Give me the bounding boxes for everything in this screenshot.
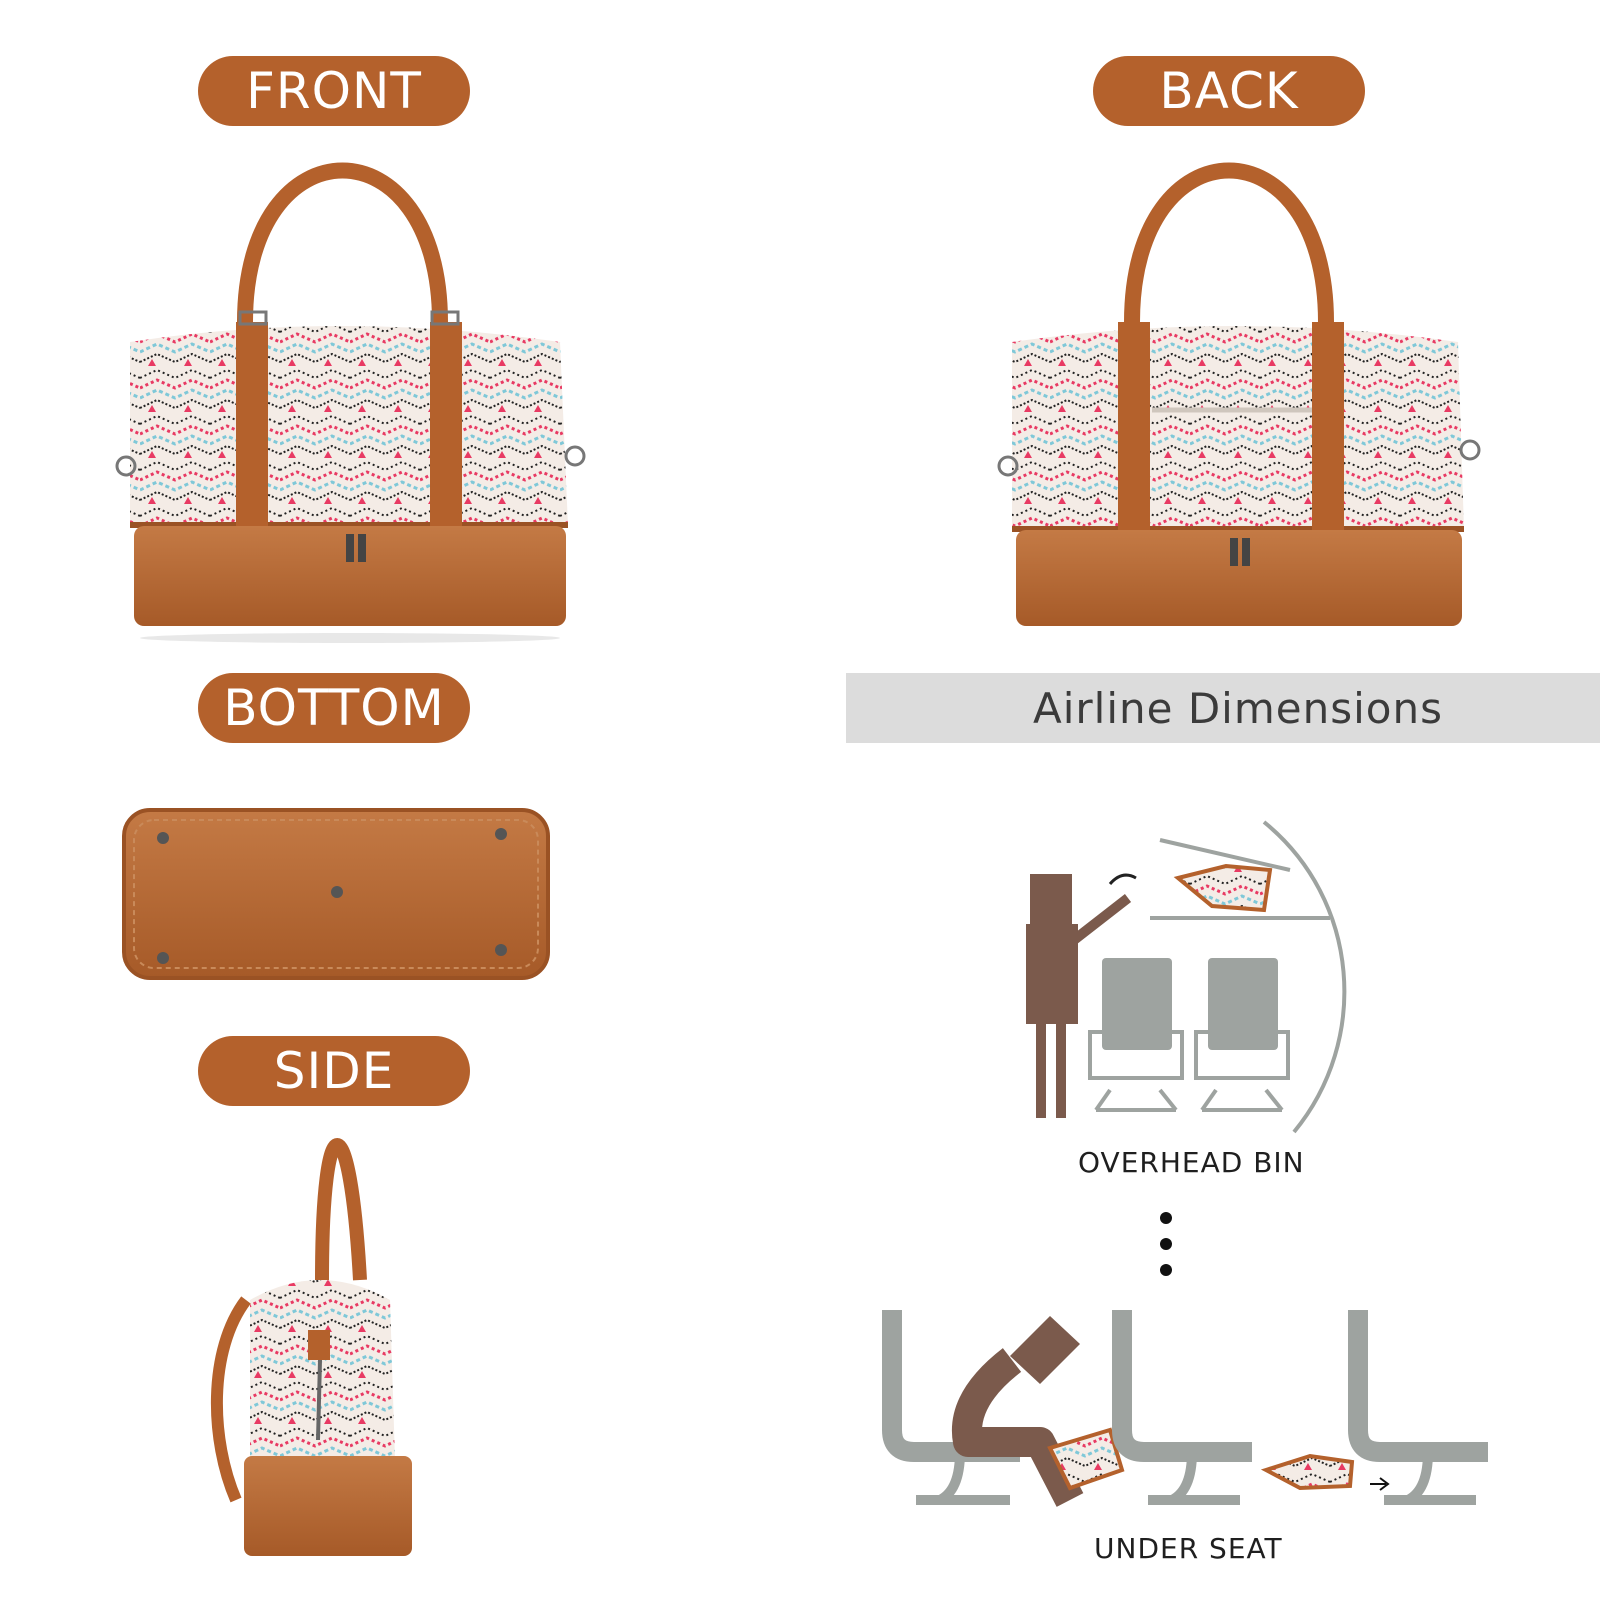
side-label: SIDE <box>198 1036 470 1106</box>
side-label-text: SIDE <box>273 1042 395 1100</box>
under-seat-caption: UNDER SEAT <box>1094 1532 1283 1565</box>
airline-dimensions-banner: Airline Dimensions <box>846 673 1600 743</box>
overhead-bin-caption: OVERHEAD BIN <box>1078 1146 1305 1179</box>
back-label: BACK <box>1093 56 1365 126</box>
overhead-bin-diagram <box>1026 820 1347 1134</box>
separator-dots <box>1160 1212 1172 1276</box>
bottom-view-image <box>122 808 550 980</box>
front-label-text: FRONT <box>246 62 422 120</box>
front-label: FRONT <box>198 56 470 126</box>
front-bag-image <box>115 162 586 643</box>
side-view-image <box>210 1138 412 1556</box>
back-bag-image <box>997 162 1481 626</box>
bottom-label-text: BOTTOM <box>223 679 445 737</box>
back-label-text: BACK <box>1159 62 1299 120</box>
under-seat-diagram <box>882 1310 1488 1507</box>
bottom-label: BOTTOM <box>198 673 470 743</box>
airline-dimensions-title: Airline Dimensions <box>1033 683 1443 733</box>
